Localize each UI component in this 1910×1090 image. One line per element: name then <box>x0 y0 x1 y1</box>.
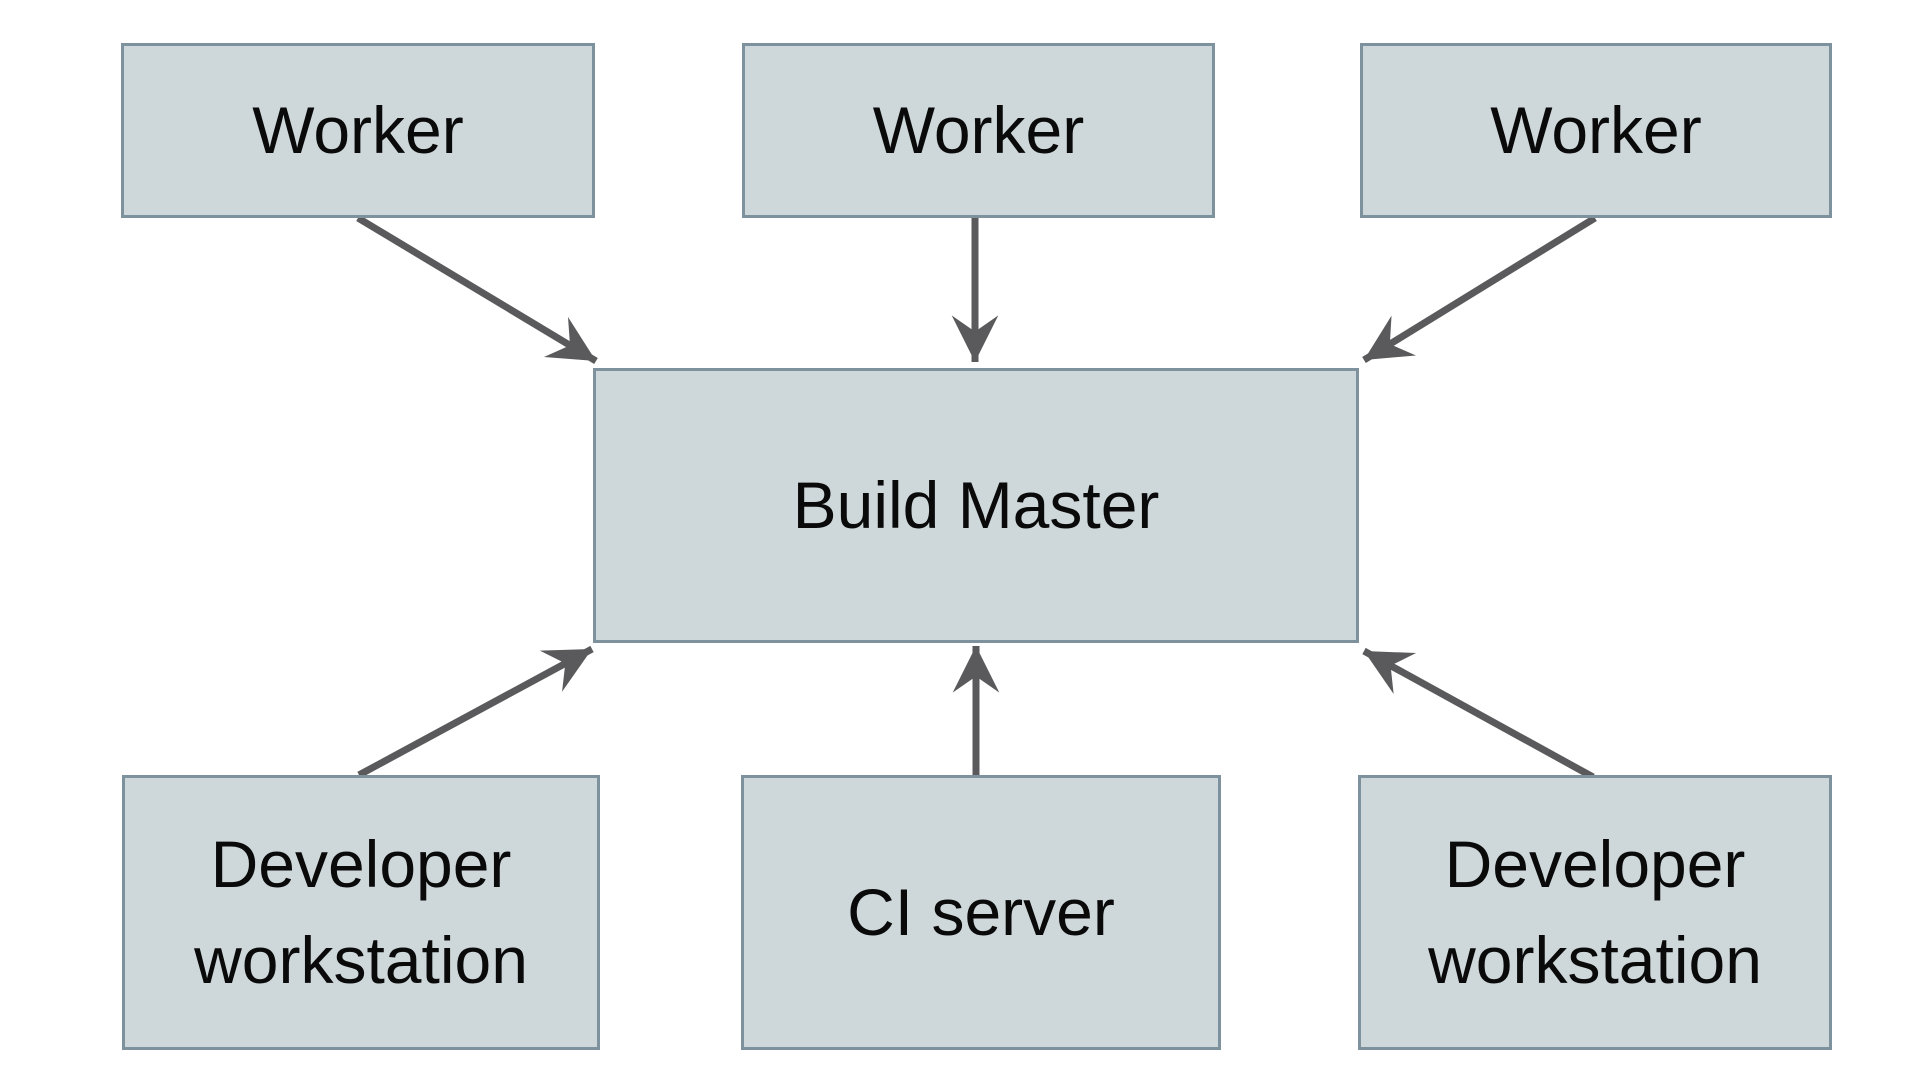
node-developer-workstation-left-label: Developer workstation <box>194 826 528 997</box>
node-worker-2-label: Worker <box>872 92 1085 167</box>
node-worker-3-label: Worker <box>1490 92 1702 167</box>
node-ci-server: CI server <box>741 775 1221 1050</box>
edge-dev-ws-left-to-build-master <box>357 645 594 779</box>
node-worker-1: Worker <box>121 43 595 218</box>
node-build-master: Build Master <box>593 368 1359 643</box>
node-developer-workstation-left: Developer workstation <box>122 775 600 1050</box>
edge-worker-1-to-build-master <box>356 214 598 365</box>
node-developer-workstation-right-label: Developer workstation <box>1428 826 1762 997</box>
node-developer-workstation-right: Developer workstation <box>1358 775 1832 1050</box>
node-worker-2: Worker <box>742 43 1215 218</box>
node-build-master-label: Build Master <box>792 467 1160 542</box>
node-ci-server-label: CI server <box>847 874 1115 949</box>
edge-worker-3-to-build-master <box>1362 215 1597 363</box>
edge-dev-ws-right-to-build-master <box>1362 647 1595 781</box>
node-worker-3: Worker <box>1360 43 1832 218</box>
node-worker-1-label: Worker <box>252 92 464 167</box>
